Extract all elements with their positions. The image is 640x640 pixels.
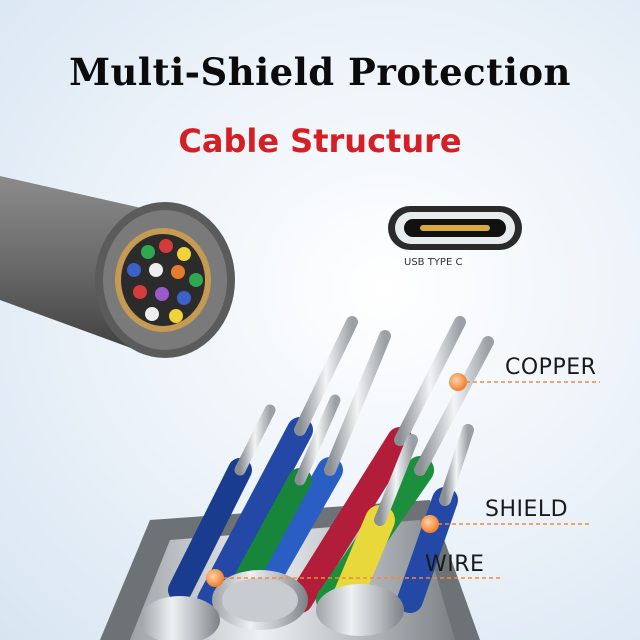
inner-core-wires <box>127 239 203 323</box>
wire-label: WIRE <box>425 552 485 577</box>
exploded-wires <box>100 316 494 640</box>
callout-shield <box>421 515 590 533</box>
usb-c-port-icon <box>388 206 522 250</box>
usb-type-label: USB TYPE C <box>404 257 463 268</box>
copper-label: COPPER <box>505 355 597 380</box>
cable-jacket <box>0 176 235 358</box>
callout-copper <box>449 373 600 391</box>
shield-label: SHIELD <box>485 497 569 522</box>
page-title: Multi-Shield Protection <box>69 50 571 94</box>
callout-wire <box>206 569 500 587</box>
page-subtitle: Cable Structure <box>178 122 462 160</box>
